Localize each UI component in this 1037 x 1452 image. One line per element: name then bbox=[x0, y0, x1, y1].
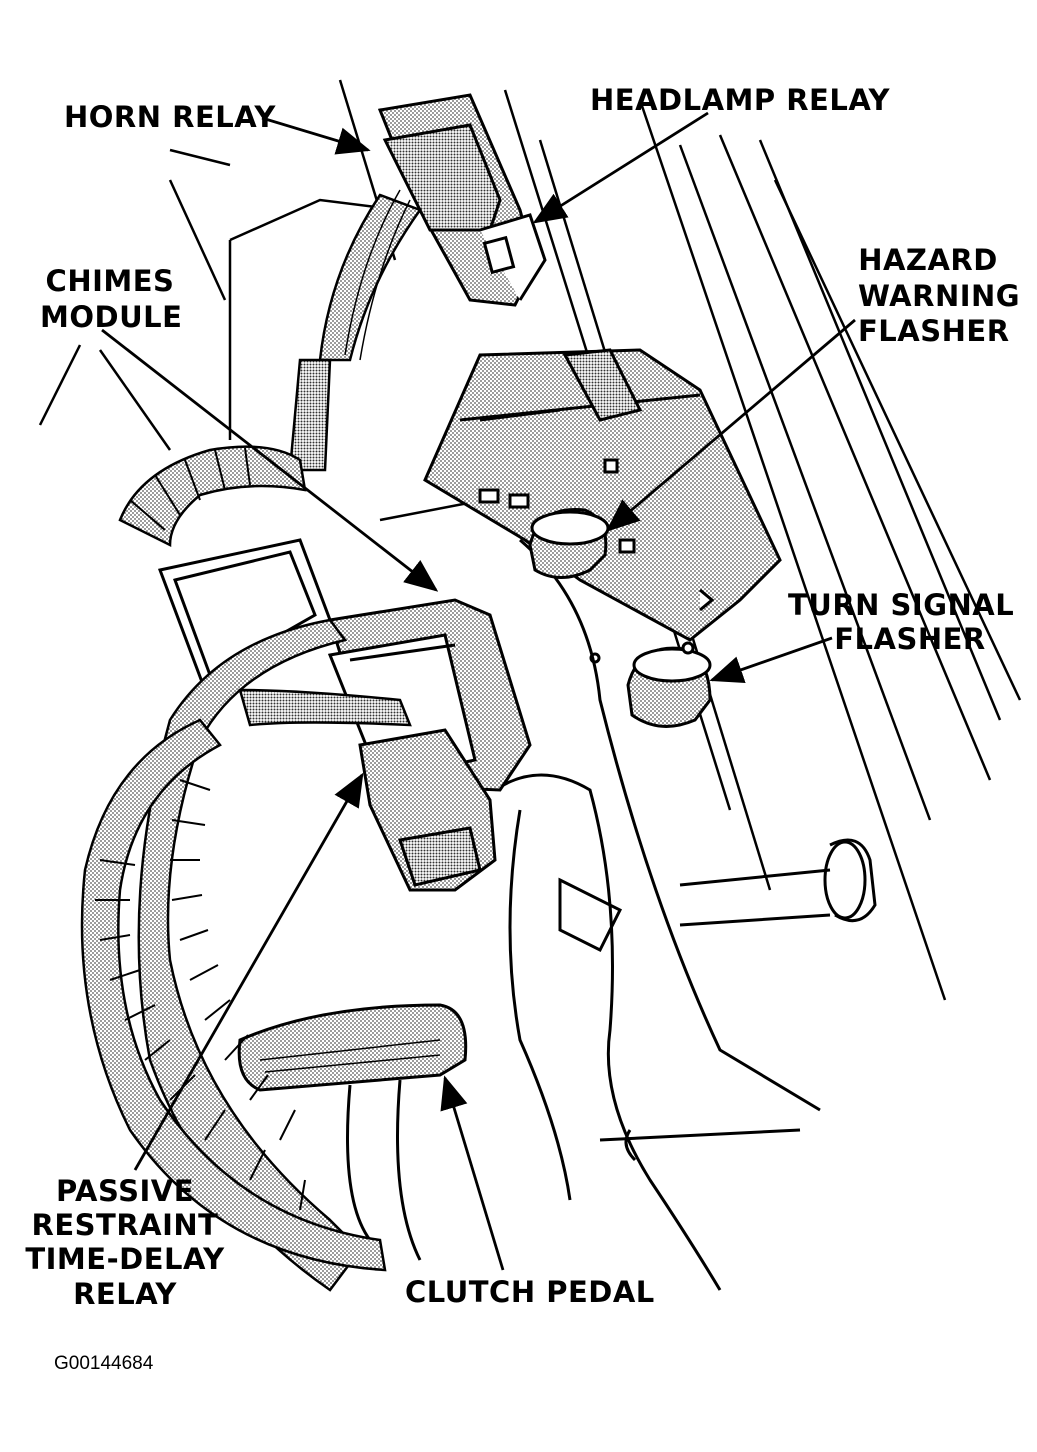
hazard-flasher-arrow bbox=[605, 318, 856, 532]
hazard-label-line2: WARNING bbox=[858, 279, 1021, 313]
hazard-label-line1: HAZARD bbox=[858, 243, 998, 277]
chimes-module-arrow bbox=[101, 328, 439, 592]
turn-signal-label-line1: TURN SIGNAL bbox=[788, 588, 1015, 622]
headlamp-relay-arrow bbox=[532, 111, 709, 224]
wire-bundle-top bbox=[118, 189, 422, 548]
passive-restraint-arrow bbox=[133, 772, 364, 1171]
clutch-pedal-arrow bbox=[440, 1075, 505, 1271]
turn-signal-label-line2: FLASHER bbox=[834, 622, 986, 656]
turn-signal-flasher-can bbox=[626, 641, 712, 728]
headlamp-relay-label: HEADLAMP RELAY bbox=[590, 83, 891, 117]
figure-id: G00144684 bbox=[54, 1353, 154, 1374]
clutch-pedal-shape bbox=[237, 1003, 468, 1261]
passive-label-line2: RESTRAINT bbox=[31, 1208, 219, 1242]
hazard-flasher-module bbox=[423, 348, 782, 642]
passive-label-line3: TIME-DELAY bbox=[25, 1242, 225, 1276]
turn-signal-arrow bbox=[709, 636, 833, 684]
clutch-pedal-label: CLUTCH PEDAL bbox=[405, 1275, 655, 1309]
chimes-label-line2: MODULE bbox=[40, 300, 183, 334]
horn-relay-label: HORN RELAY bbox=[64, 100, 276, 134]
dash-panel-lines bbox=[38, 79, 1022, 1001]
pedal-support-bracket bbox=[494, 538, 877, 1291]
hazard-label-line3: FLASHER bbox=[858, 314, 1010, 348]
hazard-flasher-can bbox=[528, 507, 610, 579]
horn-relay-arrow bbox=[261, 116, 371, 155]
leader-arrows bbox=[101, 111, 856, 1271]
passive-label-line1: PASSIVE bbox=[55, 1174, 195, 1208]
passive-label-line4: RELAY bbox=[73, 1277, 177, 1311]
time-delay-relay-shape bbox=[358, 728, 497, 892]
chimes-label-line1: CHIMES bbox=[45, 264, 175, 298]
relay-cluster-top bbox=[377, 93, 547, 307]
